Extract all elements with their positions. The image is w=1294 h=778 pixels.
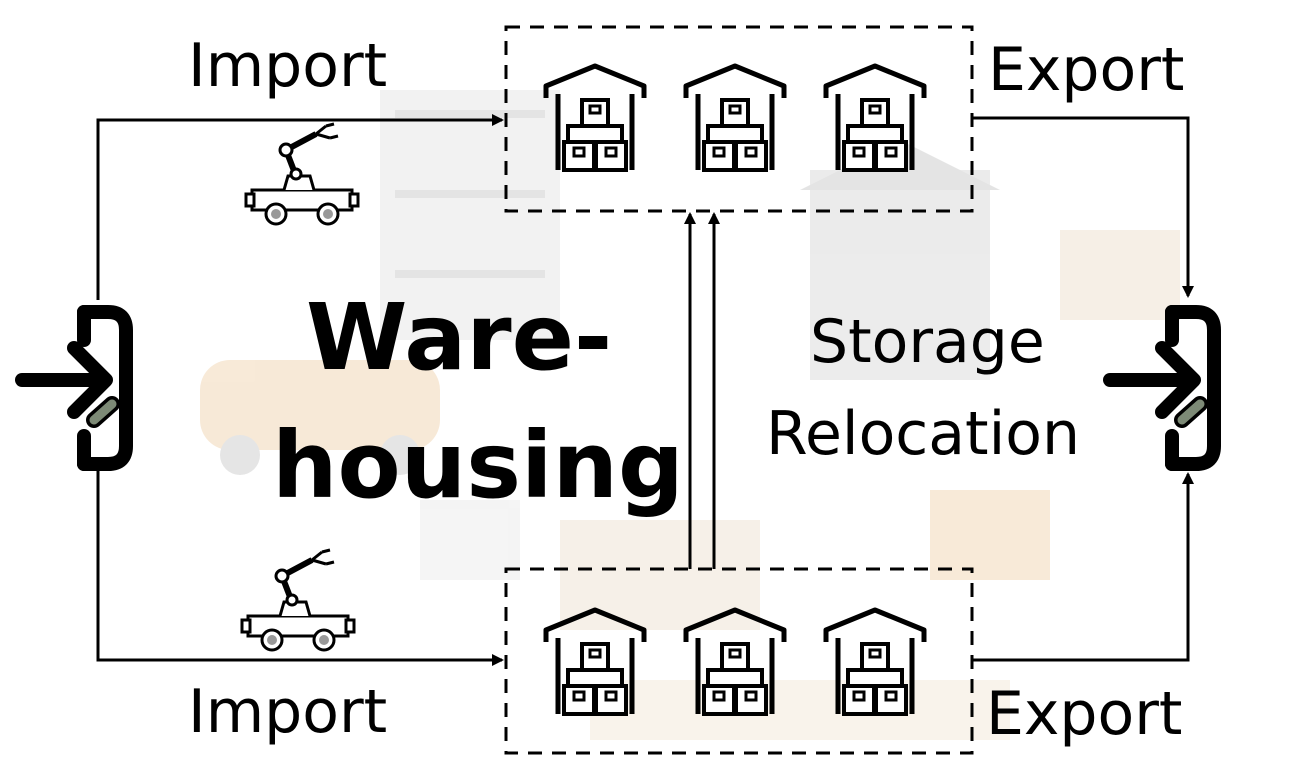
robot-arm-vehicle-icon — [242, 550, 354, 650]
export-top-label: Export — [988, 35, 1185, 105]
export-path-bottom — [972, 472, 1194, 662]
entry-login-icon — [22, 312, 126, 464]
exit-login-icon — [1110, 312, 1214, 464]
import-path-bottom — [96, 462, 504, 666]
export-path-top — [972, 116, 1194, 298]
diagram-title-line2: housing — [272, 412, 684, 519]
import-bottom-label: Import — [188, 677, 388, 747]
relocation-label-line2: Relocation — [766, 399, 1080, 469]
robot-arm-vehicle-icon — [246, 124, 358, 224]
diagram-title-line1: Ware- — [306, 284, 613, 391]
background-illustration — [200, 90, 1180, 740]
import-path-top — [96, 114, 504, 300]
export-bottom-label: Export — [986, 679, 1183, 749]
warehouse-icon — [546, 66, 644, 170]
import-top-label: Import — [188, 31, 388, 101]
relocation-label-line1: Storage — [810, 307, 1045, 377]
warehouse-icon — [686, 66, 784, 170]
